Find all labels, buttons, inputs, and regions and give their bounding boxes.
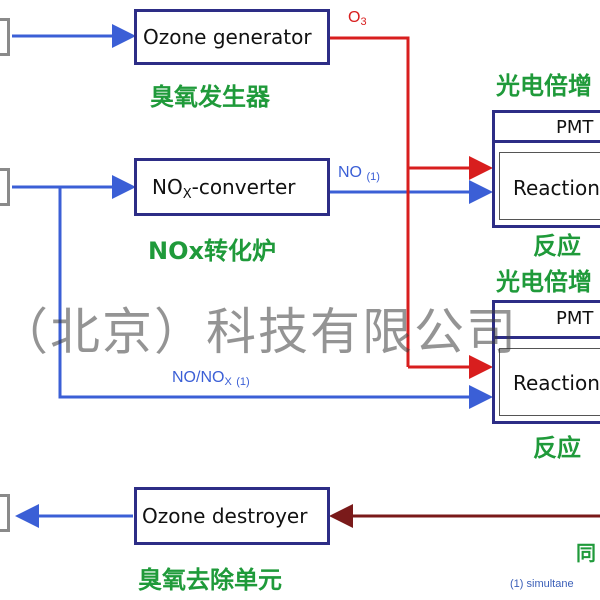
- nox-converter-label: NOX-converter: [152, 175, 296, 202]
- nox-converter-box: [134, 158, 330, 216]
- ozone-destroyer-label: Ozone destroyer: [142, 504, 308, 528]
- reaction-upper-label: Reaction: [513, 176, 600, 200]
- pmt-lower-divider: [494, 336, 600, 339]
- ozone-destroyer-box: [134, 487, 330, 545]
- pmt-upper-label: PMT: [556, 117, 594, 138]
- reaction-upper-inner: [499, 152, 600, 220]
- pmt-lower-label: PMT: [556, 308, 594, 329]
- o3-line: [330, 36, 410, 367]
- reaction-upper-label-cn: 反应: [533, 232, 581, 260]
- reaction-chamber-lower: [492, 300, 600, 424]
- o3-flow-label: O3: [348, 9, 367, 28]
- nox-bypass-to-reaction-lower-arrow: [58, 187, 493, 409]
- reaction-lower-label-cn: 反应: [533, 434, 581, 462]
- ozone-generator-label: Ozone generator: [143, 25, 312, 49]
- ozone-generator-label-cn: 臭氧发生器: [150, 83, 270, 111]
- footnote-cn: 同: [576, 541, 596, 565]
- inlet-port-middle: [0, 168, 10, 206]
- reaction-lower-inner: [499, 348, 600, 416]
- watermark: （北京）科技有限公司: [0, 303, 518, 361]
- outlet-port-bottom: [0, 494, 10, 532]
- no-nox-flow-label: NO/NOX (1): [172, 369, 250, 388]
- inlet-port-top: [0, 18, 10, 56]
- pmt-upper-label-cn: 光电倍增: [496, 72, 592, 100]
- nox-converter-label-cn: NOx转化炉: [148, 237, 276, 265]
- footnote: (1) simultane: [510, 578, 574, 590]
- no-flow-label: NO (1): [338, 164, 380, 183]
- reaction-chamber-upper: [492, 110, 600, 228]
- reaction-lower-label: Reaction: [513, 371, 600, 395]
- pmt-lower-label-cn: 光电倍增: [496, 268, 592, 296]
- pmt-upper-divider: [494, 140, 600, 143]
- ozone-destroyer-label-cn: 臭氧去除单元: [138, 566, 282, 594]
- ozone-generator-box: [134, 9, 330, 65]
